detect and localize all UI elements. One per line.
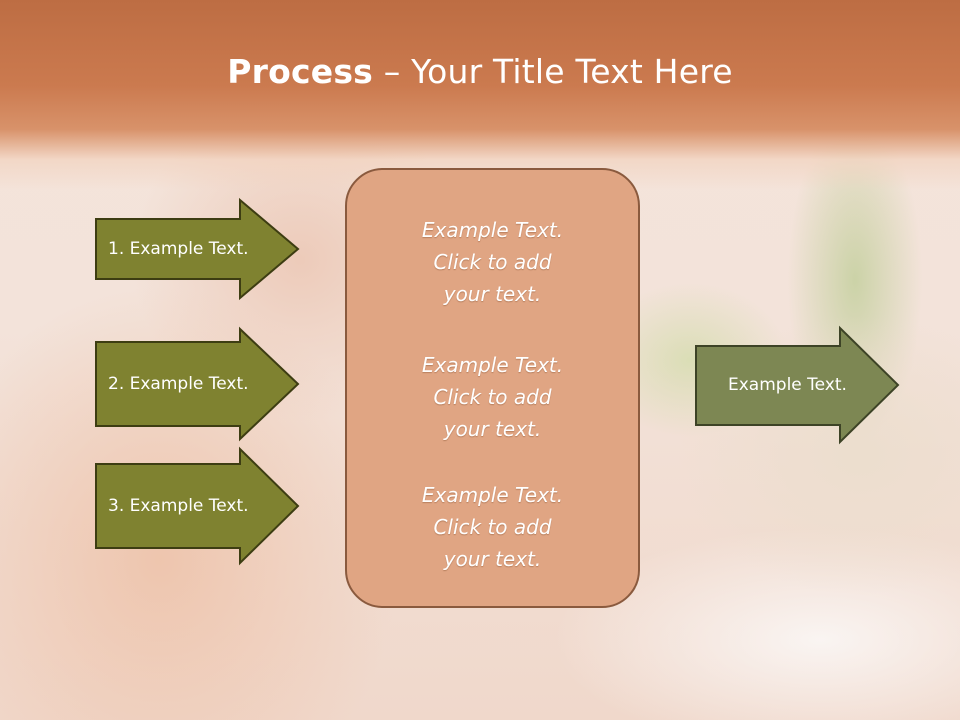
step-3-arrow[interactable]: 3. Example Text. [95, 446, 300, 566]
result-arrow[interactable]: Example Text. [695, 325, 900, 445]
center-text-box[interactable]: Example Text. Click to add your text. Ex… [345, 168, 640, 608]
center-block-1: Example Text. Click to add your text. [347, 214, 638, 310]
step-1-label: 1. Example Text. [108, 239, 249, 259]
center-block-2-line-1: Example Text. [421, 353, 564, 377]
title-band [0, 0, 960, 190]
step-2-arrow[interactable]: 2. Example Text. [95, 326, 300, 442]
center-block-3-line-3: your text. [443, 547, 542, 571]
slide-title[interactable]: Process – Your Title Text Here [0, 52, 960, 91]
center-block-3: Example Text. Click to add your text. [347, 479, 638, 575]
center-block-2: Example Text. Click to add your text. [347, 349, 638, 445]
title-bold: Process [227, 52, 374, 91]
center-block-1-line-1: Example Text. [421, 218, 564, 242]
center-block-3-line-1: Example Text. [421, 483, 564, 507]
center-block-3-line-2: Click to add [433, 515, 552, 539]
center-block-2-line-2: Click to add [433, 385, 552, 409]
result-label: Example Text. [728, 375, 847, 395]
step-1-arrow[interactable]: 1. Example Text. [95, 197, 300, 301]
step-2-label: 2. Example Text. [108, 374, 249, 394]
title-rest: – Your Title Text Here [373, 52, 733, 91]
center-block-1-line-3: your text. [443, 282, 542, 306]
center-block-2-line-3: your text. [443, 417, 542, 441]
step-3-label: 3. Example Text. [108, 496, 249, 516]
center-block-1-line-2: Click to add [433, 250, 552, 274]
